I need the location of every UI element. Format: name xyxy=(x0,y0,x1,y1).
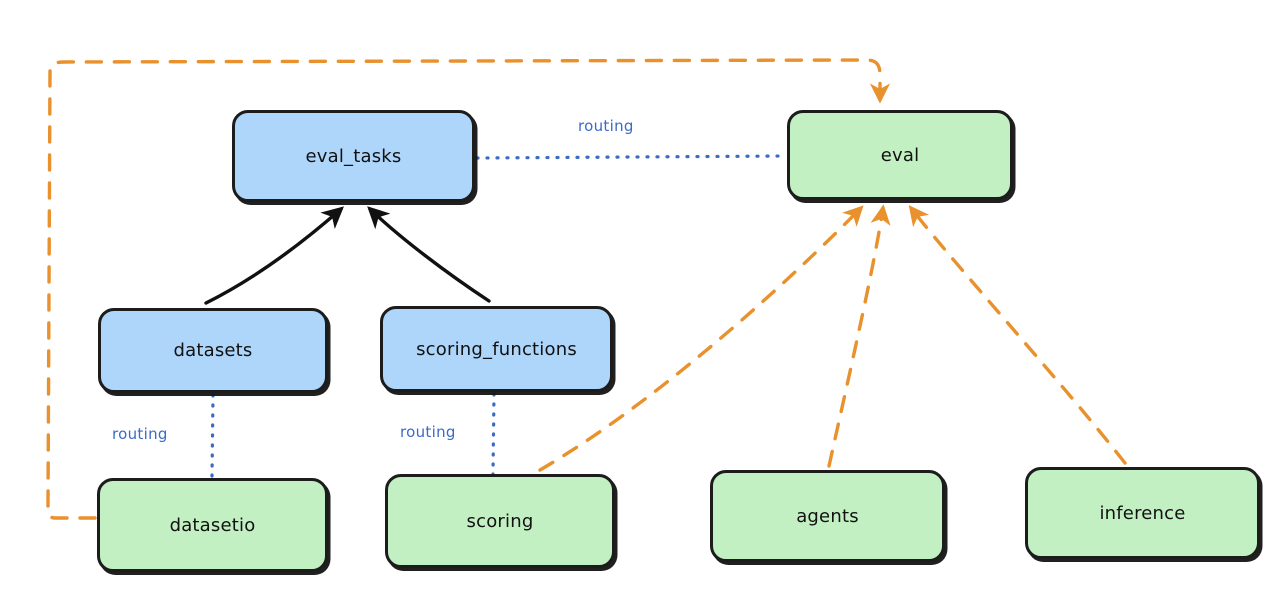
node-scoring[interactable]: scoring xyxy=(385,474,615,568)
node-datasetio-label: datasetio xyxy=(169,514,256,536)
node-eval-label: eval xyxy=(880,144,920,166)
node-scoring-functions-label: scoring_functions xyxy=(416,338,577,360)
edge-label-routing-datasetio: routing xyxy=(112,425,168,443)
edge-datasets-to-datasetio xyxy=(210,393,215,479)
node-eval[interactable]: eval xyxy=(787,110,1013,200)
edge-datasets-to-eval-tasks xyxy=(204,206,344,305)
edge-inference-to-eval xyxy=(908,205,1127,465)
node-eval-tasks-label: eval_tasks xyxy=(305,145,402,167)
node-scoring-functions[interactable]: scoring_functions xyxy=(380,306,613,392)
node-inference[interactable]: inference xyxy=(1025,467,1260,559)
edge-agents-to-eval xyxy=(827,204,891,468)
node-agents-label: agents xyxy=(796,505,859,527)
edge-scoring-functions-to-scoring xyxy=(491,392,496,476)
node-agents[interactable]: agents xyxy=(710,470,945,562)
node-inference-label: inference xyxy=(1099,502,1186,524)
edge-scoring-functions-to-eval-tasks xyxy=(367,206,491,303)
node-scoring-label: scoring xyxy=(466,510,534,532)
node-eval-tasks[interactable]: eval_tasks xyxy=(232,110,475,202)
edge-eval-tasks-to-eval xyxy=(475,154,787,160)
node-datasets-label: datasets xyxy=(173,340,253,361)
edge-label-routing-eval: routing xyxy=(578,117,634,135)
edge-label-routing-scoring: routing xyxy=(400,423,456,441)
node-datasetio[interactable]: datasetio xyxy=(97,478,328,572)
node-datasets[interactable]: datasets xyxy=(98,308,328,393)
